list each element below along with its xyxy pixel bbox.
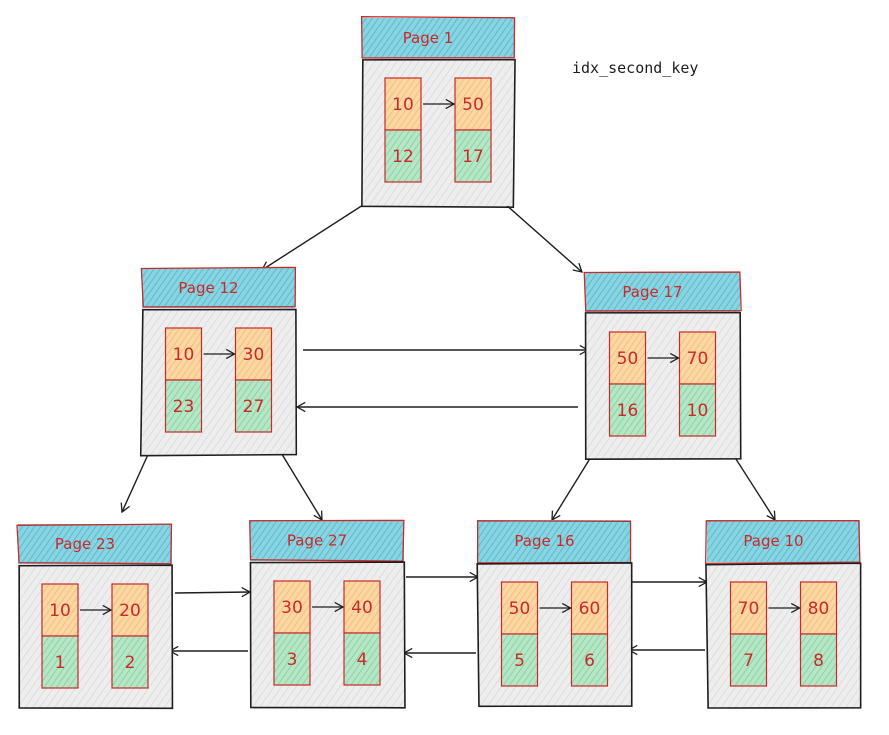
pointer-cell: [343, 632, 381, 686]
pointer-cell: [570, 633, 609, 687]
pointer-cell: [500, 633, 539, 687]
pointer-value: 27: [243, 397, 265, 417]
key-value: 20: [119, 601, 141, 621]
key-value: 50: [462, 95, 484, 115]
pointer-value: 12: [392, 147, 414, 167]
pointer-cell: [384, 129, 422, 183]
page-header-border: [140, 266, 297, 308]
page-title: Page 16: [514, 532, 574, 550]
sibling-next-p23-p27: [174, 586, 252, 598]
page-node-p10: Page 10 70 7 80 8: [705, 519, 862, 709]
page-body-fill: [585, 314, 740, 459]
page-header-fill: [707, 520, 860, 562]
key-cell: [799, 581, 838, 635]
page-body-border: [476, 562, 633, 708]
key-cell: [608, 331, 647, 385]
page-header-fill: [362, 18, 514, 58]
key-value: 80: [808, 599, 830, 619]
page-node-p1: Page 1 10 12 50 17: [360, 16, 516, 208]
page-body-border: [249, 561, 406, 709]
page-header-fill: [250, 520, 404, 561]
pointer-cell: [273, 632, 311, 686]
page-title: Page 17: [622, 283, 682, 301]
tree-edge-p1-p17: [495, 195, 583, 273]
key-value: 50: [617, 349, 639, 369]
page-title: Page 10: [743, 532, 803, 550]
pointer-value: 17: [462, 147, 484, 167]
page-body-border: [139, 308, 298, 457]
page-body-fill: [250, 563, 404, 708]
pointer-cell: [234, 379, 273, 433]
page-header-border: [249, 519, 405, 562]
pointer-cell: [608, 383, 647, 437]
key-cell: [343, 580, 381, 634]
page-node-p17: Page 17 50 16 70 10: [583, 271, 742, 460]
key-value: 10: [49, 601, 71, 621]
key-value: 60: [579, 599, 601, 619]
key-value: 70: [687, 349, 709, 369]
pointer-cell: [111, 635, 149, 689]
pointer-cell: [729, 633, 768, 687]
page-body-border: [584, 311, 742, 460]
key-value: 70: [738, 599, 760, 619]
pointer-value: 10: [687, 401, 709, 421]
page-header-fill: [585, 272, 740, 312]
page-title: Page 12: [178, 279, 238, 297]
pointer-value: 4: [357, 650, 368, 670]
page-header-border: [16, 523, 173, 565]
page-header-fill: [18, 524, 172, 564]
key-cell: [41, 583, 79, 637]
tree-edge-p1-p12: [260, 195, 378, 271]
pointer-value: 7: [743, 651, 754, 671]
pointer-value: 6: [584, 651, 595, 671]
page-header-border: [360, 16, 516, 59]
key-cell: [111, 583, 149, 637]
page-body-border: [361, 58, 516, 208]
key-value: 10: [173, 345, 195, 365]
pointer-cell: [799, 633, 838, 687]
key-value: 30: [281, 598, 303, 618]
pointer-value: 23: [173, 397, 195, 417]
page-title: Page 27: [287, 532, 347, 550]
pointer-cell: [41, 635, 79, 689]
index-label: idx_second_key: [572, 59, 698, 77]
pointer-cell: [678, 383, 717, 437]
key-value: 10: [392, 95, 414, 115]
pointer-cell: [164, 379, 203, 433]
page-body-border: [18, 564, 174, 710]
pointer-value: 1: [55, 653, 66, 673]
pointer-value: 3: [287, 650, 298, 670]
pointer-value: 5: [514, 651, 525, 671]
page-node-p16: Page 16 50 5 60 6: [476, 520, 633, 708]
key-cell: [500, 581, 539, 635]
pointer-value: 8: [813, 651, 824, 671]
page-title: Page 23: [55, 535, 115, 553]
page-header-fill: [142, 268, 295, 308]
page-node-p23: Page 23 10 1 20 2: [16, 523, 174, 710]
key-value: 40: [351, 598, 373, 618]
key-value: 50: [509, 599, 531, 619]
page-node-p27: Page 27 30 3 40 4: [249, 519, 406, 709]
pointer-value: 2: [125, 653, 136, 673]
page-node-p12: Page 12 10 23 30 27: [139, 266, 298, 457]
pointer-value: 16: [617, 401, 639, 421]
key-cell: [164, 327, 203, 381]
pointer-cell: [454, 129, 492, 183]
page-header-border: [705, 519, 861, 564]
page-body-fill: [18, 566, 172, 709]
page-body-border: [705, 562, 862, 709]
page-header-fill: [478, 520, 631, 562]
key-value: 30: [243, 345, 265, 365]
page-title: Page 1: [403, 29, 454, 47]
page-header-border: [583, 271, 742, 312]
key-cell: [729, 581, 768, 635]
